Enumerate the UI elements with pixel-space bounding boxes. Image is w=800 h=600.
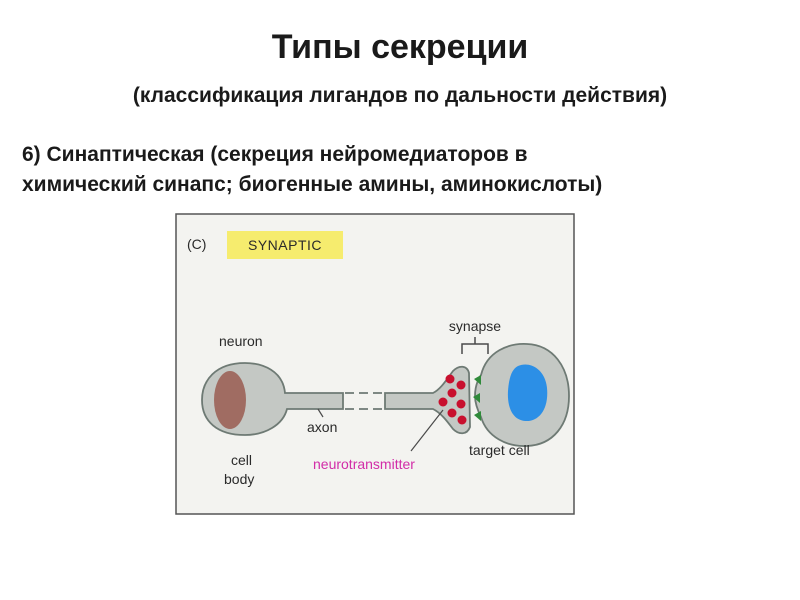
- bullet-line-1: 6) Синаптическая (секреция нейромедиатор…: [22, 143, 528, 166]
- target-nucleus: [507, 364, 548, 422]
- vesicle: [438, 397, 448, 407]
- synaptic-tag: SYNAPTIC: [248, 237, 322, 253]
- label-neuron: neuron: [219, 333, 263, 349]
- neuron-nucleus: [214, 371, 246, 429]
- vesicle: [447, 388, 457, 398]
- slide-subtitle: (классификация лигандов по дальности дей…: [132, 84, 668, 107]
- vesicle: [456, 380, 466, 390]
- vesicle: [445, 374, 455, 384]
- axon-leader: [317, 408, 324, 418]
- label-axon: axon: [307, 419, 337, 435]
- synaptic-diagram: (C) SYNAPTIC: [175, 213, 575, 515]
- synaptic-tag-bg: [227, 231, 343, 259]
- receptor: [474, 411, 481, 421]
- label-cell: cell: [231, 452, 252, 468]
- vesicle: [456, 399, 466, 409]
- vesicles: [438, 374, 467, 425]
- vesicle: [447, 408, 457, 418]
- label-body: body: [224, 471, 254, 487]
- label-synapse: synapse: [449, 318, 501, 334]
- label-neurotransmitter: neurotransmitter: [313, 456, 415, 472]
- bullet-point: 6) Синаптическая (секреция нейромедиатор…: [22, 140, 782, 200]
- receptor: [473, 393, 480, 403]
- bullet-line-2: химический синапс; биогенные амины, амин…: [22, 173, 603, 196]
- neurotransmitter-leader: [410, 409, 444, 452]
- panel-letter: (C): [187, 236, 206, 252]
- receptors: [473, 375, 481, 421]
- receptor: [474, 375, 481, 385]
- label-target-cell: target cell: [469, 442, 530, 458]
- vesicle: [457, 415, 467, 425]
- slide-title: Типы секреции: [271, 28, 529, 66]
- synaptic-diagram-svg: (C) SYNAPTIC: [175, 213, 575, 515]
